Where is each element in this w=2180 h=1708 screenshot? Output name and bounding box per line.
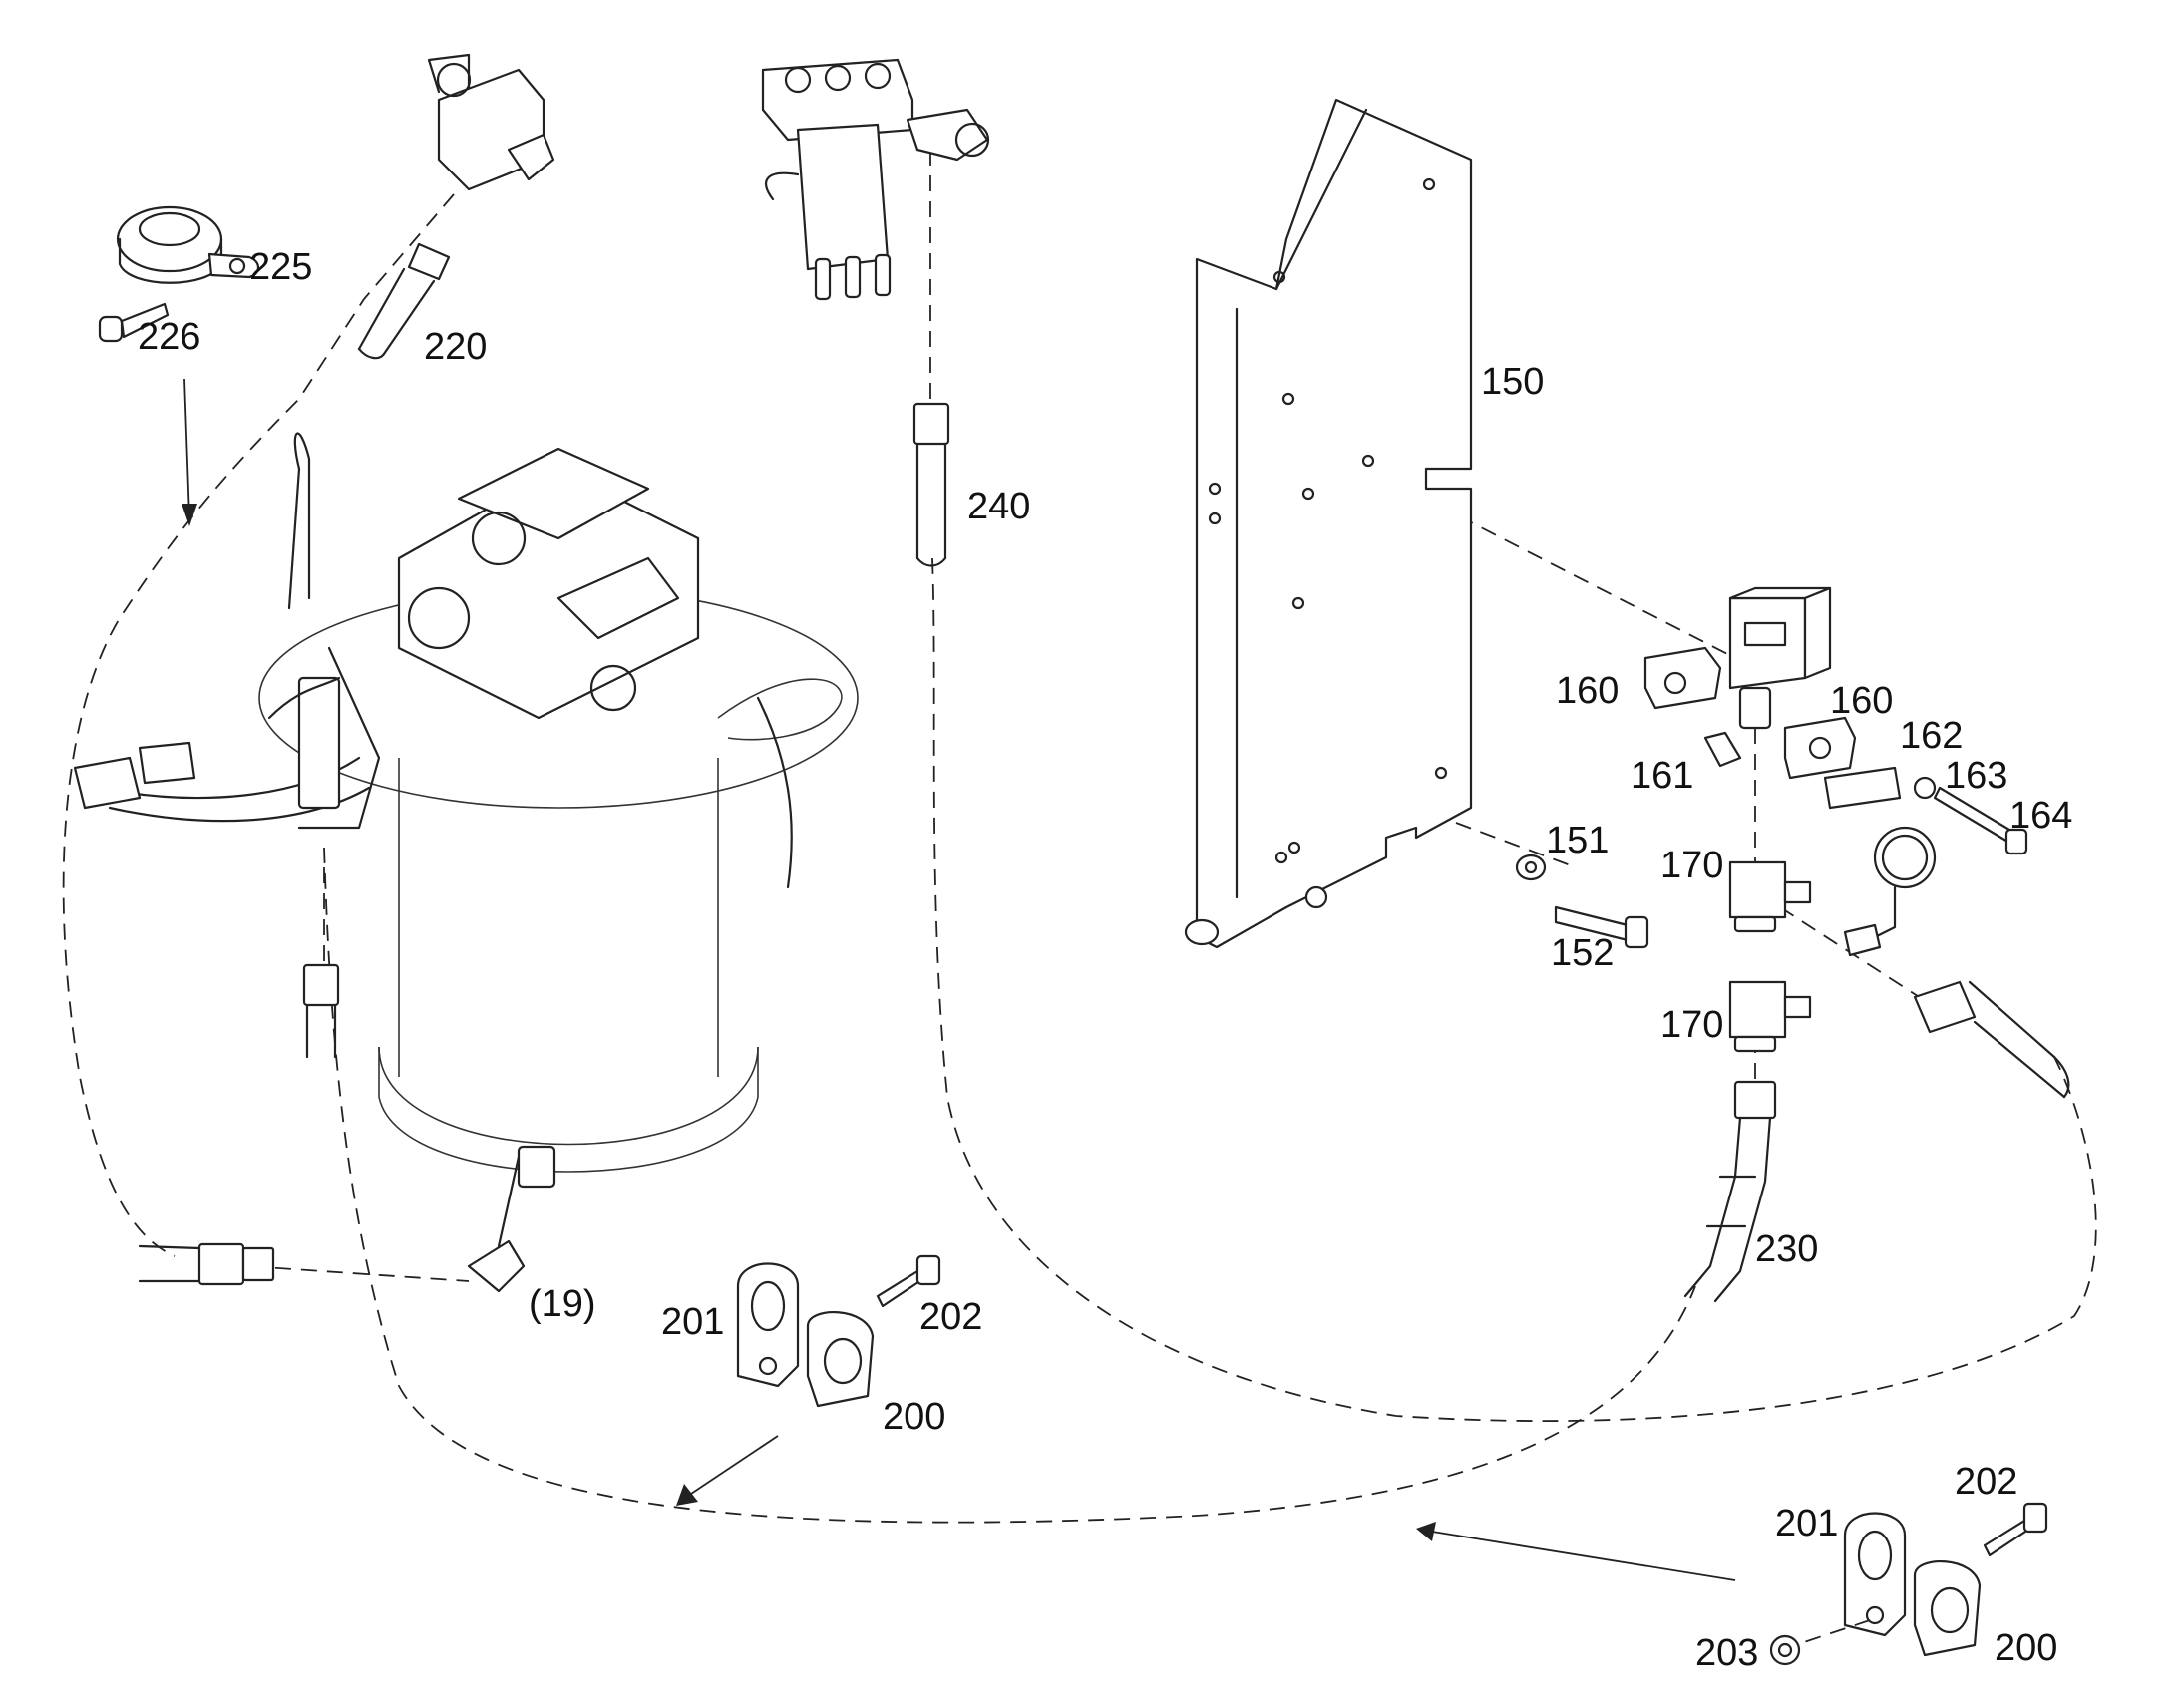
label-163: 163 xyxy=(1945,755,2007,797)
sensor-box xyxy=(1728,586,1832,730)
label-19: (19) xyxy=(529,1283,596,1325)
hose-19 xyxy=(138,1155,526,1293)
pin-161 xyxy=(1703,731,1742,768)
label-152: 152 xyxy=(1551,932,1614,974)
bolt-164 xyxy=(1933,786,2028,855)
hose-right xyxy=(1913,980,2070,1099)
valve-block-top xyxy=(427,53,555,191)
callout-labels: 225 226 220 240 150 160 160 161 162 163 … xyxy=(138,246,2072,1674)
label-202-right: 202 xyxy=(1955,1461,2017,1503)
routing-lines xyxy=(62,150,2097,1524)
pointer-arrows xyxy=(182,378,1736,1581)
clamp-set-center xyxy=(736,1254,941,1408)
hose-220 xyxy=(357,242,451,360)
label-150: 150 xyxy=(1481,361,1544,403)
washer-163 xyxy=(1913,776,1937,800)
tank-assembly xyxy=(73,432,859,1189)
label-162: 162 xyxy=(1900,715,1963,757)
label-164: 164 xyxy=(2009,795,2072,837)
label-201-right: 201 xyxy=(1775,1503,1838,1544)
label-170-lower: 170 xyxy=(1660,1004,1723,1046)
clamp-160-left xyxy=(1643,646,1722,710)
gauge xyxy=(1843,826,1937,957)
label-151: 151 xyxy=(1546,820,1609,861)
plate-150 xyxy=(1184,98,1473,949)
label-200-right: 200 xyxy=(1995,1627,2057,1669)
label-226: 226 xyxy=(138,316,200,358)
label-161: 161 xyxy=(1631,755,1693,797)
fitting-left-hose xyxy=(302,963,340,1059)
manifold-top xyxy=(761,58,990,301)
label-225: 225 xyxy=(249,246,312,288)
screw-226 xyxy=(98,302,170,343)
clamp-160-right xyxy=(1783,716,1857,780)
screw-152 xyxy=(1554,905,1649,949)
tee-fitting-170-upper xyxy=(1728,860,1812,933)
hose-230 xyxy=(1683,1080,1777,1303)
label-220: 220 xyxy=(424,326,487,368)
label-170-upper: 170 xyxy=(1660,845,1723,886)
label-202-center: 202 xyxy=(919,1296,982,1338)
label-203: 203 xyxy=(1695,1632,1758,1674)
clamp-225 xyxy=(116,205,260,284)
label-201-center: 201 xyxy=(661,1301,724,1343)
washer-151 xyxy=(1515,854,1547,881)
label-200-center: 200 xyxy=(883,1396,945,1438)
tee-fitting-170-lower xyxy=(1728,980,1812,1053)
label-240: 240 xyxy=(967,486,1030,527)
label-230: 230 xyxy=(1755,1228,1818,1270)
plate-162 xyxy=(1823,766,1902,810)
label-160-right: 160 xyxy=(1830,680,1893,722)
hose-240 xyxy=(912,402,950,567)
clamp-set-right xyxy=(1769,1502,2048,1666)
label-160-left: 160 xyxy=(1556,670,1619,712)
